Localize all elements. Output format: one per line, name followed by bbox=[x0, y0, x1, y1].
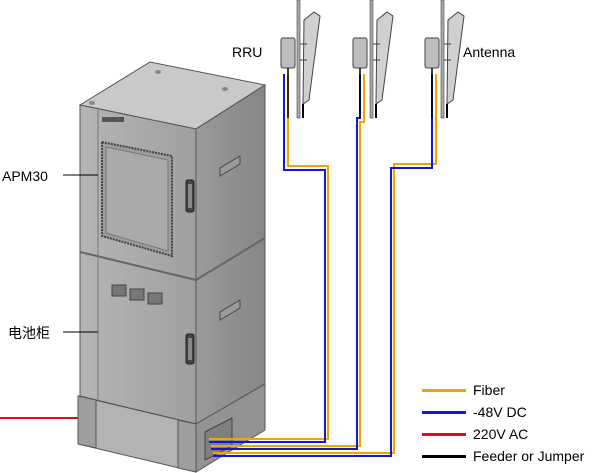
legend-item-fiber: Fiber bbox=[418, 381, 592, 403]
fiber-cable-rru2 bbox=[211, 74, 365, 447]
legend-swatch-feeder bbox=[422, 455, 466, 458]
rru-antenna-2 bbox=[352, 0, 394, 119]
legend-label-dc: -48V DC bbox=[473, 404, 527, 420]
apm30-cabinet bbox=[78, 61, 267, 281]
legend-item-feeder: Feeder or Jumper bbox=[418, 447, 592, 469]
rru-antenna-1 bbox=[280, 0, 321, 119]
legend-label-ac: 220V AC bbox=[473, 426, 529, 442]
battery-cabinet bbox=[79, 237, 266, 425]
legend-swatch-dc bbox=[422, 411, 466, 414]
fiber-cable-rru1 bbox=[209, 74, 329, 440]
legend: Fiber -48V DC 220V AC Feeder or Jumper bbox=[418, 381, 592, 469]
legend-item-ac: 220V AC bbox=[418, 425, 592, 447]
legend-swatch-ac bbox=[422, 433, 466, 436]
legend-swatch-fiber bbox=[422, 389, 466, 392]
fiber-cable-rru3 bbox=[213, 74, 437, 454]
legend-item-dc: -48V DC bbox=[418, 403, 592, 425]
legend-label-fiber: Fiber bbox=[473, 382, 505, 398]
rru-antenna-3 bbox=[424, 0, 465, 119]
legend-label-feeder: Feeder or Jumper bbox=[473, 448, 585, 464]
antenna-label: Antenna bbox=[463, 44, 516, 60]
apm30-label: APM30 bbox=[2, 168, 48, 184]
dc-cable-rru1 bbox=[209, 74, 326, 443]
rru-label: RRU bbox=[232, 44, 263, 60]
battery-cabinet-label: 电池柜 bbox=[8, 325, 50, 341]
dc-cable-rru3 bbox=[213, 74, 433, 457]
